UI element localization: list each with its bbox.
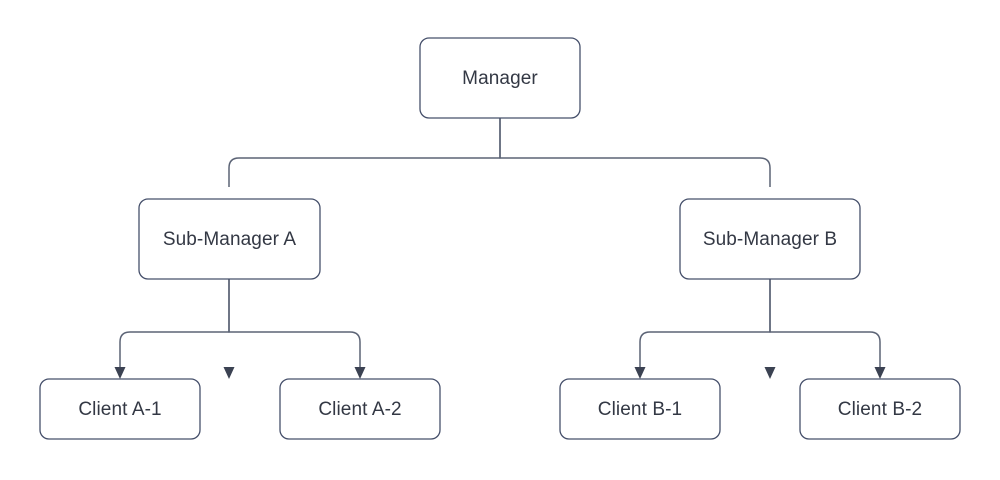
node-sub-manager-a[interactable]: Sub-Manager A — [138, 198, 321, 280]
arrowhead-layer — [114, 367, 886, 379]
node-label-sub-manager-a: Sub-Manager A — [163, 229, 297, 250]
arrow-client-b-2-icon — [874, 367, 886, 379]
edge-sub-b-to-client-b-1 — [639, 279, 771, 367]
node-client-a-2[interactable]: Client A-2 — [279, 378, 441, 440]
arrow-client-a-2-icon — [354, 367, 366, 379]
node-box-client-b-2[interactable] — [799, 378, 961, 440]
arrow-client-b-1-icon — [634, 367, 646, 379]
node-client-a-1[interactable]: Client A-1 — [39, 378, 201, 440]
edge-sub-b-to-client-b-2 — [769, 279, 881, 367]
node-box-client-a-1[interactable] — [39, 378, 201, 440]
node-box-client-a-2[interactable] — [279, 378, 441, 440]
node-manager[interactable]: Manager — [419, 37, 581, 119]
edge-sub-a-to-client-a-2 — [228, 279, 361, 367]
node-label-client-b-2: Client B-2 — [838, 399, 922, 420]
edge-sub-a-to-client-a-1 — [119, 279, 230, 367]
arrow-client-a-1-icon — [114, 367, 126, 379]
node-label-client-b-1: Client B-1 — [598, 399, 682, 420]
node-client-b-1[interactable]: Client B-1 — [559, 378, 721, 440]
arrow-sub-manager-a-icon — [223, 367, 235, 379]
node-label-sub-manager-b: Sub-Manager B — [703, 229, 837, 250]
connector-layer — [119, 118, 881, 367]
arrow-sub-manager-b-icon — [764, 367, 776, 379]
node-label-client-a-1: Client A-1 — [78, 399, 161, 420]
edge-manager-to-sub-b — [499, 118, 771, 187]
node-box-sub-manager-b[interactable] — [679, 198, 861, 280]
node-box-manager[interactable] — [419, 37, 581, 119]
node-client-b-2[interactable]: Client B-2 — [799, 378, 961, 440]
node-label-manager: Manager — [462, 68, 538, 89]
edge-manager-to-sub-a — [228, 118, 501, 187]
node-sub-manager-b[interactable]: Sub-Manager B — [679, 198, 861, 280]
node-box-sub-manager-a[interactable] — [138, 198, 321, 280]
node-box-client-b-1[interactable] — [559, 378, 721, 440]
node-label-client-a-2: Client A-2 — [318, 399, 401, 420]
